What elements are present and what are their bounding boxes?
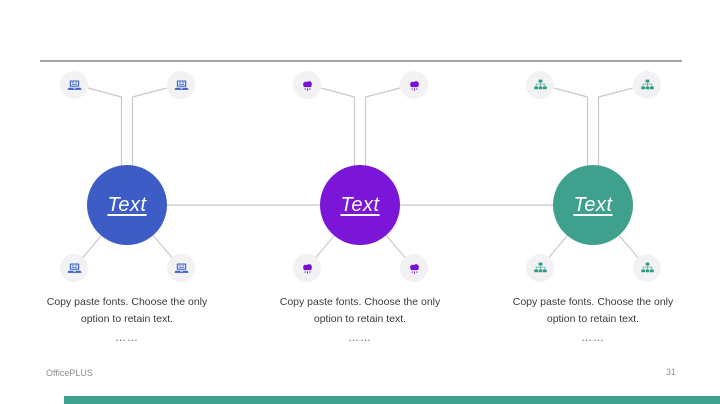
ellipsis-dots: …… xyxy=(348,332,372,344)
cloud-icon-badge xyxy=(293,254,321,282)
caption-line: Copy paste fonts. Choose the only xyxy=(46,296,208,308)
sitemap-icon-badge xyxy=(526,254,554,282)
laptop-icon xyxy=(174,263,188,273)
hub-circle-purple: Text xyxy=(320,165,400,245)
cloud-icon xyxy=(302,263,312,274)
page-number: 31 xyxy=(665,367,676,377)
sitemap-icon-badge xyxy=(633,71,661,99)
laptop-icon-badge xyxy=(60,71,88,99)
cloud-icon-badge xyxy=(400,71,428,99)
laptop-icon xyxy=(174,80,188,90)
sitemap-icon-badge xyxy=(526,71,554,99)
laptop-icon-badge xyxy=(60,254,88,282)
top-divider-line xyxy=(40,60,682,62)
cloud-icon xyxy=(409,263,419,274)
caption-text: Copy paste fonts. Choose the only option… xyxy=(493,294,693,328)
laptop-icon xyxy=(67,263,81,273)
hub-circle-blue: Text xyxy=(87,165,167,245)
sitemap-icon-badge xyxy=(633,254,661,282)
sitemap-icon xyxy=(533,79,547,89)
laptop-icon xyxy=(67,80,81,90)
hub-circle-label: Text xyxy=(107,193,147,216)
hub-circle-teal: Text xyxy=(553,165,633,245)
cloud-icon xyxy=(409,80,419,91)
cloud-icon-badge xyxy=(400,254,428,282)
cloud-icon-badge xyxy=(293,71,321,99)
sitemap-icon xyxy=(533,262,547,272)
hub-circle-label: Text xyxy=(573,193,613,216)
footer-brand: OfficePLUS xyxy=(46,368,93,378)
caption-text: Copy paste fonts. Choose the only option… xyxy=(260,294,460,328)
caption-text: Copy paste fonts. Choose the only option… xyxy=(27,294,227,328)
laptop-icon-badge xyxy=(167,71,195,99)
caption-line: Copy paste fonts. Choose the only xyxy=(279,296,441,308)
ellipsis-dots: …… xyxy=(115,332,139,344)
laptop-icon-badge xyxy=(167,254,195,282)
cloud-icon xyxy=(302,80,312,91)
hub-circle-label: Text xyxy=(340,193,380,216)
caption-line: option to retain text. xyxy=(80,313,174,325)
ellipsis-dots: …… xyxy=(581,332,605,344)
bottom-accent-bar xyxy=(64,396,720,404)
sitemap-icon xyxy=(640,79,654,89)
caption-line: Copy paste fonts. Choose the only xyxy=(512,296,674,308)
caption-line: option to retain text. xyxy=(313,313,407,325)
sitemap-icon xyxy=(640,262,654,272)
caption-line: option to retain text. xyxy=(546,313,640,325)
